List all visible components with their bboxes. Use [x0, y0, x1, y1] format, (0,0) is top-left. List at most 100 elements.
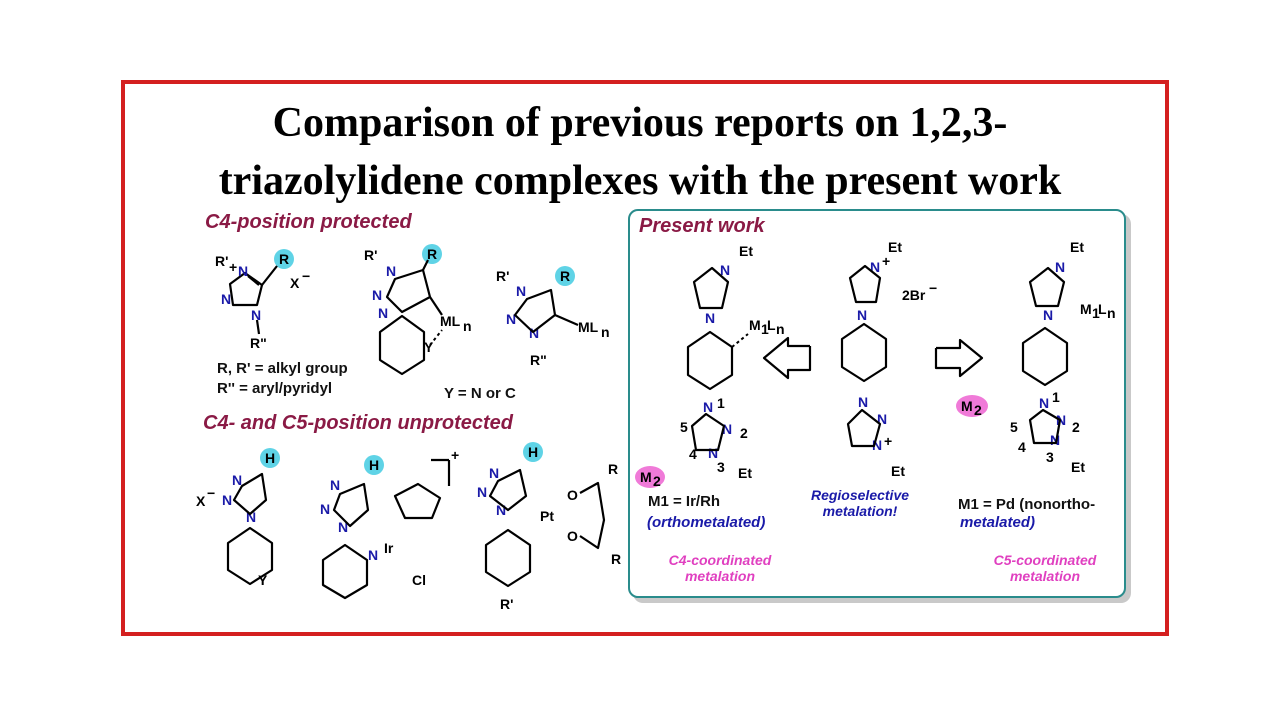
header-c4-protected: C4-position protected — [205, 211, 412, 233]
svg-text:5: 5 — [1010, 419, 1018, 435]
svg-text:R: R — [611, 551, 621, 567]
svg-text:M: M — [640, 469, 652, 485]
svg-text:L: L — [1098, 301, 1107, 317]
svg-text:N: N — [1043, 307, 1053, 323]
present-left-note: (orthometalated) — [647, 514, 766, 531]
svg-text:N: N — [238, 263, 248, 279]
svg-text:N: N — [722, 421, 732, 437]
present-work-box — [628, 209, 1126, 598]
svg-text:5: 5 — [680, 419, 688, 435]
svg-text:2Br: 2Br — [902, 287, 926, 303]
svg-text:R': R' — [215, 253, 228, 269]
present-middle-note-1: Regioselective — [810, 487, 910, 503]
svg-text:N: N — [857, 307, 867, 323]
svg-text:N: N — [1050, 432, 1060, 448]
svg-text:N: N — [708, 445, 718, 461]
svg-text:−: − — [929, 280, 937, 296]
svg-text:2: 2 — [1072, 419, 1080, 435]
svg-text:N: N — [872, 437, 882, 453]
present-left-coord-1: C4-coordinated — [668, 552, 772, 568]
unprotected-salt-structure: H N N N X− Y — [196, 448, 280, 588]
present-right-metal: M1 = Pd (nonortho- — [958, 496, 1096, 513]
svg-text:H: H — [528, 444, 538, 460]
title-line-1: Comparison of previous reports on 1,2,3- — [272, 100, 1008, 146]
svg-text:R': R' — [500, 596, 513, 612]
svg-text:4: 4 — [689, 446, 697, 462]
present-right-coord-2: metalation — [1009, 568, 1080, 584]
svg-text:N: N — [705, 310, 715, 326]
svg-text:Et: Et — [891, 463, 905, 479]
svg-text:M: M — [961, 398, 973, 414]
svg-text:N: N — [320, 501, 330, 517]
svg-text:4: 4 — [1018, 439, 1026, 455]
svg-text:n: n — [463, 318, 472, 334]
present-left-coord: C4-coordinated metalation — [650, 552, 790, 584]
svg-text:Cl: Cl — [412, 572, 426, 588]
svg-text:N: N — [338, 519, 348, 535]
svg-text:N: N — [703, 399, 713, 415]
svg-text:+: + — [229, 259, 237, 275]
platinum-complex-structure: H N N N Pt O O R R R' — [477, 442, 621, 612]
svg-text:M: M — [1080, 301, 1092, 317]
present-left-metal: M1 = Ir/Rh — [648, 493, 721, 510]
present-middle-note-2: metalation! — [822, 503, 898, 519]
svg-text:X: X — [196, 493, 206, 509]
svg-text:n: n — [601, 324, 610, 340]
svg-text:N: N — [496, 502, 506, 518]
svg-text:R": R" — [250, 335, 267, 351]
svg-text:ML: ML — [578, 319, 599, 335]
present-left-coord-2: metalation — [684, 568, 755, 584]
svg-text:Y: Y — [424, 339, 434, 355]
svg-text:N: N — [1039, 395, 1049, 411]
svg-text:R: R — [608, 461, 618, 477]
svg-text:n: n — [776, 321, 785, 337]
svg-text:N: N — [378, 305, 388, 321]
svg-text:O: O — [567, 487, 578, 503]
svg-text:N: N — [251, 307, 261, 323]
svg-text:N: N — [516, 283, 526, 299]
svg-text:O: O — [567, 528, 578, 544]
svg-text:R': R' — [496, 268, 509, 284]
svg-text:R": R" — [530, 352, 547, 368]
svg-text:N: N — [506, 311, 516, 327]
svg-text:−: − — [207, 485, 215, 501]
svg-text:3: 3 — [717, 459, 725, 475]
svg-text:1: 1 — [717, 395, 725, 411]
slide-title: Comparison of previous reports on 1,2,3-… — [0, 94, 1280, 210]
header-present-work: Present work — [639, 215, 765, 237]
svg-text:N: N — [877, 411, 887, 427]
svg-text:3: 3 — [1046, 449, 1054, 465]
svg-text:N: N — [372, 287, 382, 303]
legend-r-def: R, R' = alkyl group — [217, 360, 348, 377]
svg-text:Pt: Pt — [540, 508, 554, 524]
svg-text:Et: Et — [738, 465, 752, 481]
svg-text:Et: Et — [1070, 239, 1084, 255]
svg-text:+: + — [451, 447, 459, 463]
svg-text:N: N — [386, 263, 396, 279]
svg-text:Et: Et — [888, 239, 902, 255]
svg-text:R': R' — [364, 247, 377, 263]
svg-text:1: 1 — [761, 321, 769, 337]
svg-text:N: N — [246, 509, 256, 525]
present-middle-note: Regioselective metalation! — [800, 487, 920, 519]
svg-text:R: R — [279, 251, 289, 267]
svg-text:1: 1 — [1052, 389, 1060, 405]
svg-text:N: N — [222, 492, 232, 508]
svg-text:H: H — [265, 450, 275, 466]
legend-r2-def: R'' = aryl/pyridyl — [217, 380, 333, 397]
svg-text:2: 2 — [740, 425, 748, 441]
present-middle-structure: Et N + 2Br− N N N N + Et — [762, 239, 984, 479]
svg-text:N: N — [477, 484, 487, 500]
svg-text:R: R — [427, 246, 437, 262]
svg-text:n: n — [1107, 305, 1116, 321]
header-c4-c5-unprotected: C4- and C5-position unprotected — [203, 412, 513, 434]
svg-text:−: − — [302, 268, 310, 284]
svg-text:2: 2 — [974, 402, 982, 418]
legend-y-def: Y = N or C — [444, 385, 516, 402]
iridium-complex-structure: H N N N Ir Cl N + — [320, 447, 459, 600]
svg-text:N: N — [858, 394, 868, 410]
